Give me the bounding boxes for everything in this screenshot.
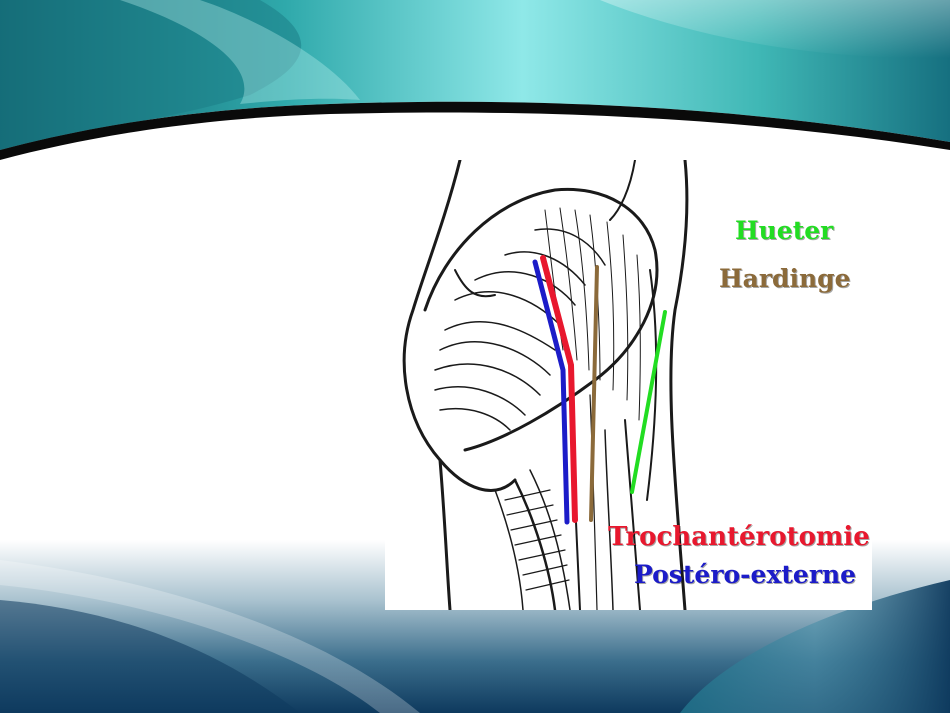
- header-decoration: [0, 0, 950, 160]
- approach-line-hueter: [630, 310, 667, 494]
- approach-line-hardinge: [589, 265, 599, 522]
- approach-line-postero-externe: [532, 259, 570, 525]
- legend-label-hueter: Hueter: [735, 216, 834, 245]
- legend-label-postero-externe: Postéro-externe: [634, 560, 857, 589]
- hip-approaches-figure: Hueter Hardinge Trochantérotomie Postéro…: [385, 160, 872, 610]
- legend-label-trochanterotomie: Trochantérotomie: [608, 522, 870, 552]
- hip-anatomy-illustration: [402, 160, 689, 610]
- approach-line-trochanterotomie: [540, 255, 578, 523]
- legend-label-hardinge: Hardinge: [719, 264, 851, 293]
